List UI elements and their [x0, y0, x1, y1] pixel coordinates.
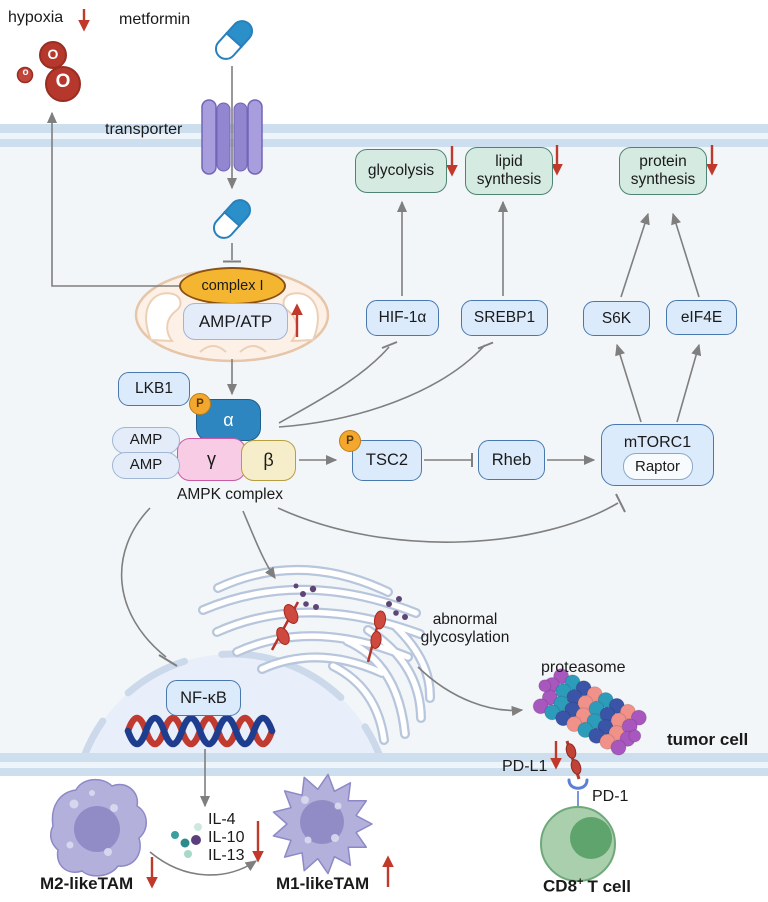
- il13-label: IL-13: [208, 847, 245, 864]
- pdl1-ligand-graphic: [565, 740, 582, 780]
- metformin-capsule-inside: [212, 199, 252, 239]
- abnormal-glycosylation-label: abnormal glycosylation: [420, 611, 510, 646]
- cd8-sup: +: [577, 876, 584, 888]
- m1-tam-label: M1-likeTAM: [276, 874, 370, 893]
- tumor-cell-label: tumor cell: [667, 730, 749, 749]
- arrow-complex1-hypoxia: [46, 111, 180, 287]
- amp-node-top: AMP: [112, 427, 180, 454]
- il4-label: IL-4: [208, 811, 236, 828]
- transporter-label: transporter: [105, 121, 183, 138]
- ampk-beta-subunit: β: [241, 440, 296, 481]
- proteasome-label: proteasome: [541, 659, 626, 676]
- metformin-capsule-outside: [214, 20, 254, 60]
- phospho-badge-ampk: P: [189, 393, 211, 415]
- hif1a-node: HIF-1α: [366, 300, 439, 336]
- arrow-ampk-golgi: [242, 510, 276, 580]
- arrow-eif4e-protein: [671, 212, 700, 298]
- proteasome-graphic: [532, 668, 647, 756]
- arrow-mtorc1-s6k: [615, 343, 642, 423]
- ampk-gamma-subunit: γ: [177, 438, 246, 481]
- arrow-m2-to-m1: [149, 851, 258, 876]
- pd1-label: PD-1: [592, 788, 629, 805]
- inhibit-ampk-srebp1-shaft: [278, 344, 486, 428]
- o2-large-label: O: [55, 71, 71, 92]
- inhibit-ampk-nfkb-bar: [158, 654, 178, 667]
- cytokine-dots: [171, 823, 202, 858]
- cd8-tcell-label: CD8+T cell: [532, 876, 642, 897]
- arrow-mtorc1-eif4e: [676, 343, 702, 423]
- o2-small-label: o: [22, 67, 29, 78]
- arrow-golgi-proteasome: [417, 666, 524, 717]
- nfkb-node: NF-κB: [166, 680, 241, 716]
- ampk-complex-caption: AMPK complex: [177, 486, 283, 503]
- cd8-tcell-graphic: [540, 806, 616, 882]
- m1-tam-graphic: [272, 773, 373, 875]
- cd8-base: CD8: [543, 876, 578, 896]
- inhibit-ampk-mtorc1-shaft: [277, 502, 619, 543]
- pdl1-label: PD-L1: [502, 758, 548, 775]
- raptor-node: Raptor: [622, 453, 693, 481]
- glycoprotein-graphic: [270, 583, 408, 663]
- cd8-suffix: T cell: [587, 876, 631, 896]
- golgi-apparatus: [198, 565, 436, 745]
- srebp1-node: SREBP1: [461, 300, 548, 336]
- eif4e-node: eIF4E: [666, 300, 737, 335]
- inhibit-ampk-mtorc1-bar: [615, 493, 626, 513]
- phospho-badge-tsc2: P: [339, 430, 361, 452]
- inhibit-ampk-nfkb-shaft: [120, 507, 167, 658]
- o2-medium-label: O: [47, 46, 59, 62]
- s6k-node: S6K: [583, 301, 650, 336]
- il10-label: IL-10: [208, 829, 245, 846]
- metformin-label: metformin: [119, 11, 191, 28]
- connectors: [46, 66, 702, 876]
- inhibit-ampk-hif1a-bar: [381, 341, 398, 349]
- mtorc1-label: mTORC1: [623, 433, 692, 451]
- inhibit-ampk-srebp1-bar: [477, 341, 494, 350]
- lipid-synthesis-node: lipid synthesis: [465, 147, 553, 195]
- red-indicators: [78, 9, 718, 889]
- glycolysis-node: glycolysis: [355, 149, 447, 193]
- m2-tam-label: M2-likeTAM: [40, 874, 134, 893]
- mtorc1-node: mTORC1 Raptor: [601, 424, 714, 486]
- amp-atp-node: AMP/ATP: [183, 303, 288, 340]
- inhibit-ampk-hif1a-shaft: [278, 346, 390, 424]
- plasma-membrane-top: [0, 124, 768, 147]
- rheb-node: Rheb: [478, 440, 545, 480]
- m2-tam-graphic: [49, 778, 147, 877]
- tsc2-node: TSC2: [352, 440, 422, 481]
- transporter-graphic: [201, 99, 263, 175]
- protein-synthesis-node: protein synthesis: [619, 147, 707, 195]
- arrow-s6k-protein: [620, 212, 650, 298]
- dna-helix: [124, 714, 276, 748]
- hypoxia-label: hypoxia: [8, 9, 64, 26]
- amp-node-bottom: AMP: [112, 452, 180, 479]
- lkb1-node: LKB1: [118, 372, 190, 406]
- complex1-node: complex I: [179, 267, 286, 305]
- oxygen-molecules: [16, 41, 81, 102]
- plasma-membrane-bottom: [0, 753, 768, 776]
